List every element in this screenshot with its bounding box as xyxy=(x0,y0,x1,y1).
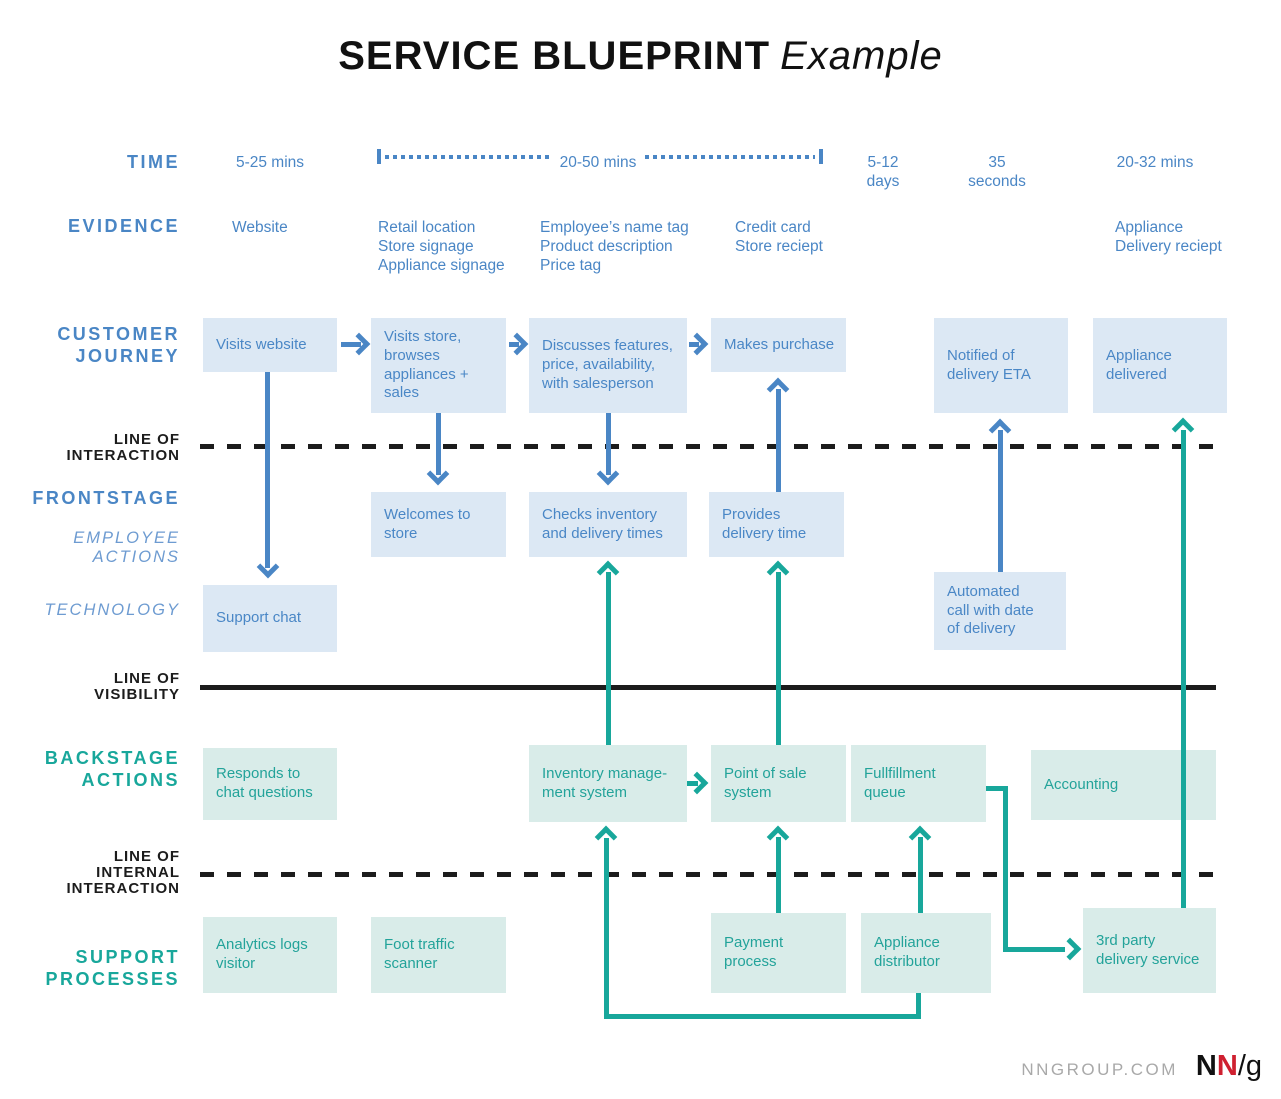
row-label-line-of-internal-interaction: LINE OF INTERNAL INTERACTION xyxy=(66,848,180,898)
time-5-25-mins: 5-25 mins xyxy=(235,154,305,171)
nng-logo: NN/g xyxy=(1196,1050,1262,1083)
box-checks-inventory: Checks inventory and delivery times xyxy=(529,492,687,557)
box-discusses-features: Discusses features, price, availability,… xyxy=(529,318,687,413)
line-of-interaction xyxy=(200,444,1216,449)
time-20-32-mins: 20-32 mins xyxy=(1116,154,1194,171)
row-label-support-processes: SUPPORT PROCESSES xyxy=(45,947,180,989)
line-of-internal-interaction xyxy=(200,872,1216,877)
row-label-line-of-interaction: LINE OF INTERACTION xyxy=(66,431,180,465)
box-foot-traffic-scanner: Foot traffic scanner xyxy=(371,917,506,993)
row-label-backstage-actions: BACKSTAGE ACTIONS xyxy=(44,748,180,790)
box-welcomes-to-store: Welcomes to store xyxy=(371,492,506,557)
box-support-chat: Support chat xyxy=(203,585,337,652)
row-label-time: TIME xyxy=(127,152,180,172)
evidence-employee-name-tag: Employee’s name tag Product description … xyxy=(540,219,689,275)
row-label-customer-journey: CUSTOMER JOURNEY xyxy=(57,324,180,366)
box-notified-of-delivery-eta: Notified of delivery ETA xyxy=(934,318,1068,413)
box-point-of-sale-system: Point of sale system xyxy=(711,745,846,822)
time-35-seconds: 35 seconds xyxy=(968,154,1026,191)
evidence-retail-location: Retail location Store signage Appliance … xyxy=(378,219,505,275)
box-third-party-delivery: 3rd party delivery service xyxy=(1083,908,1216,993)
box-responds-to-chat: Responds to chat questions xyxy=(203,748,337,820)
time-5-12-days: 5-12 days xyxy=(866,154,900,191)
evidence-website: Website xyxy=(232,219,288,236)
box-appliance-delivered: Appliance delivered xyxy=(1093,318,1227,413)
title-main: SERVICE BLUEPRINT xyxy=(338,34,771,78)
line-of-visibility xyxy=(200,685,1216,690)
box-makes-purchase: Makes purchase xyxy=(711,318,846,372)
time-dotted-line-right xyxy=(645,155,815,159)
row-label-evidence: EVIDENCE xyxy=(67,216,180,236)
nng-logo-n2: N xyxy=(1216,1050,1238,1082)
box-analytics-logs-visitor: Analytics logs visitor xyxy=(203,917,337,993)
box-visits-store: Visits store, browses appliances + sales xyxy=(371,318,506,413)
box-appliance-distributor: Appliance distributor xyxy=(861,913,991,993)
time-20-50-mins: 20-50 mins xyxy=(559,154,637,171)
nng-logo-n1: N xyxy=(1195,1050,1217,1082)
title-suffix: Example xyxy=(780,34,943,78)
time-dotted-line-left xyxy=(385,155,551,159)
box-inventory-management-system: Inventory manage- ment system xyxy=(529,745,687,822)
footer-site-url: NNGROUP.COM xyxy=(1021,1060,1178,1079)
evidence-credit-card: Credit card Store reciept xyxy=(735,219,823,256)
row-label-line-of-visibility: LINE OF VISIBILITY xyxy=(94,670,180,704)
box-accounting: Accounting xyxy=(1031,750,1216,820)
footer: NNGROUP.COM NN/g xyxy=(1021,1050,1262,1083)
time-bracket-start xyxy=(377,149,381,164)
box-fullfillment-queue: Fullfillment queue xyxy=(851,745,986,822)
row-label-technology: TECHNOLOGY xyxy=(44,601,180,619)
nng-logo-slash-g: /g xyxy=(1237,1050,1262,1082)
row-label-employee-actions: EMPLOYEE ACTIONS xyxy=(73,529,180,567)
box-payment-process: Payment process xyxy=(711,913,846,993)
time-bracket-end xyxy=(819,149,823,164)
row-label-frontstage: FRONTSTAGE xyxy=(32,488,180,508)
box-provides-delivery-time: Provides delivery time xyxy=(709,492,844,557)
box-visits-website: Visits website xyxy=(203,318,337,372)
box-automated-call: Automated call with date of delivery xyxy=(934,572,1066,650)
evidence-appliance: Appliance Delivery reciept xyxy=(1115,219,1222,256)
